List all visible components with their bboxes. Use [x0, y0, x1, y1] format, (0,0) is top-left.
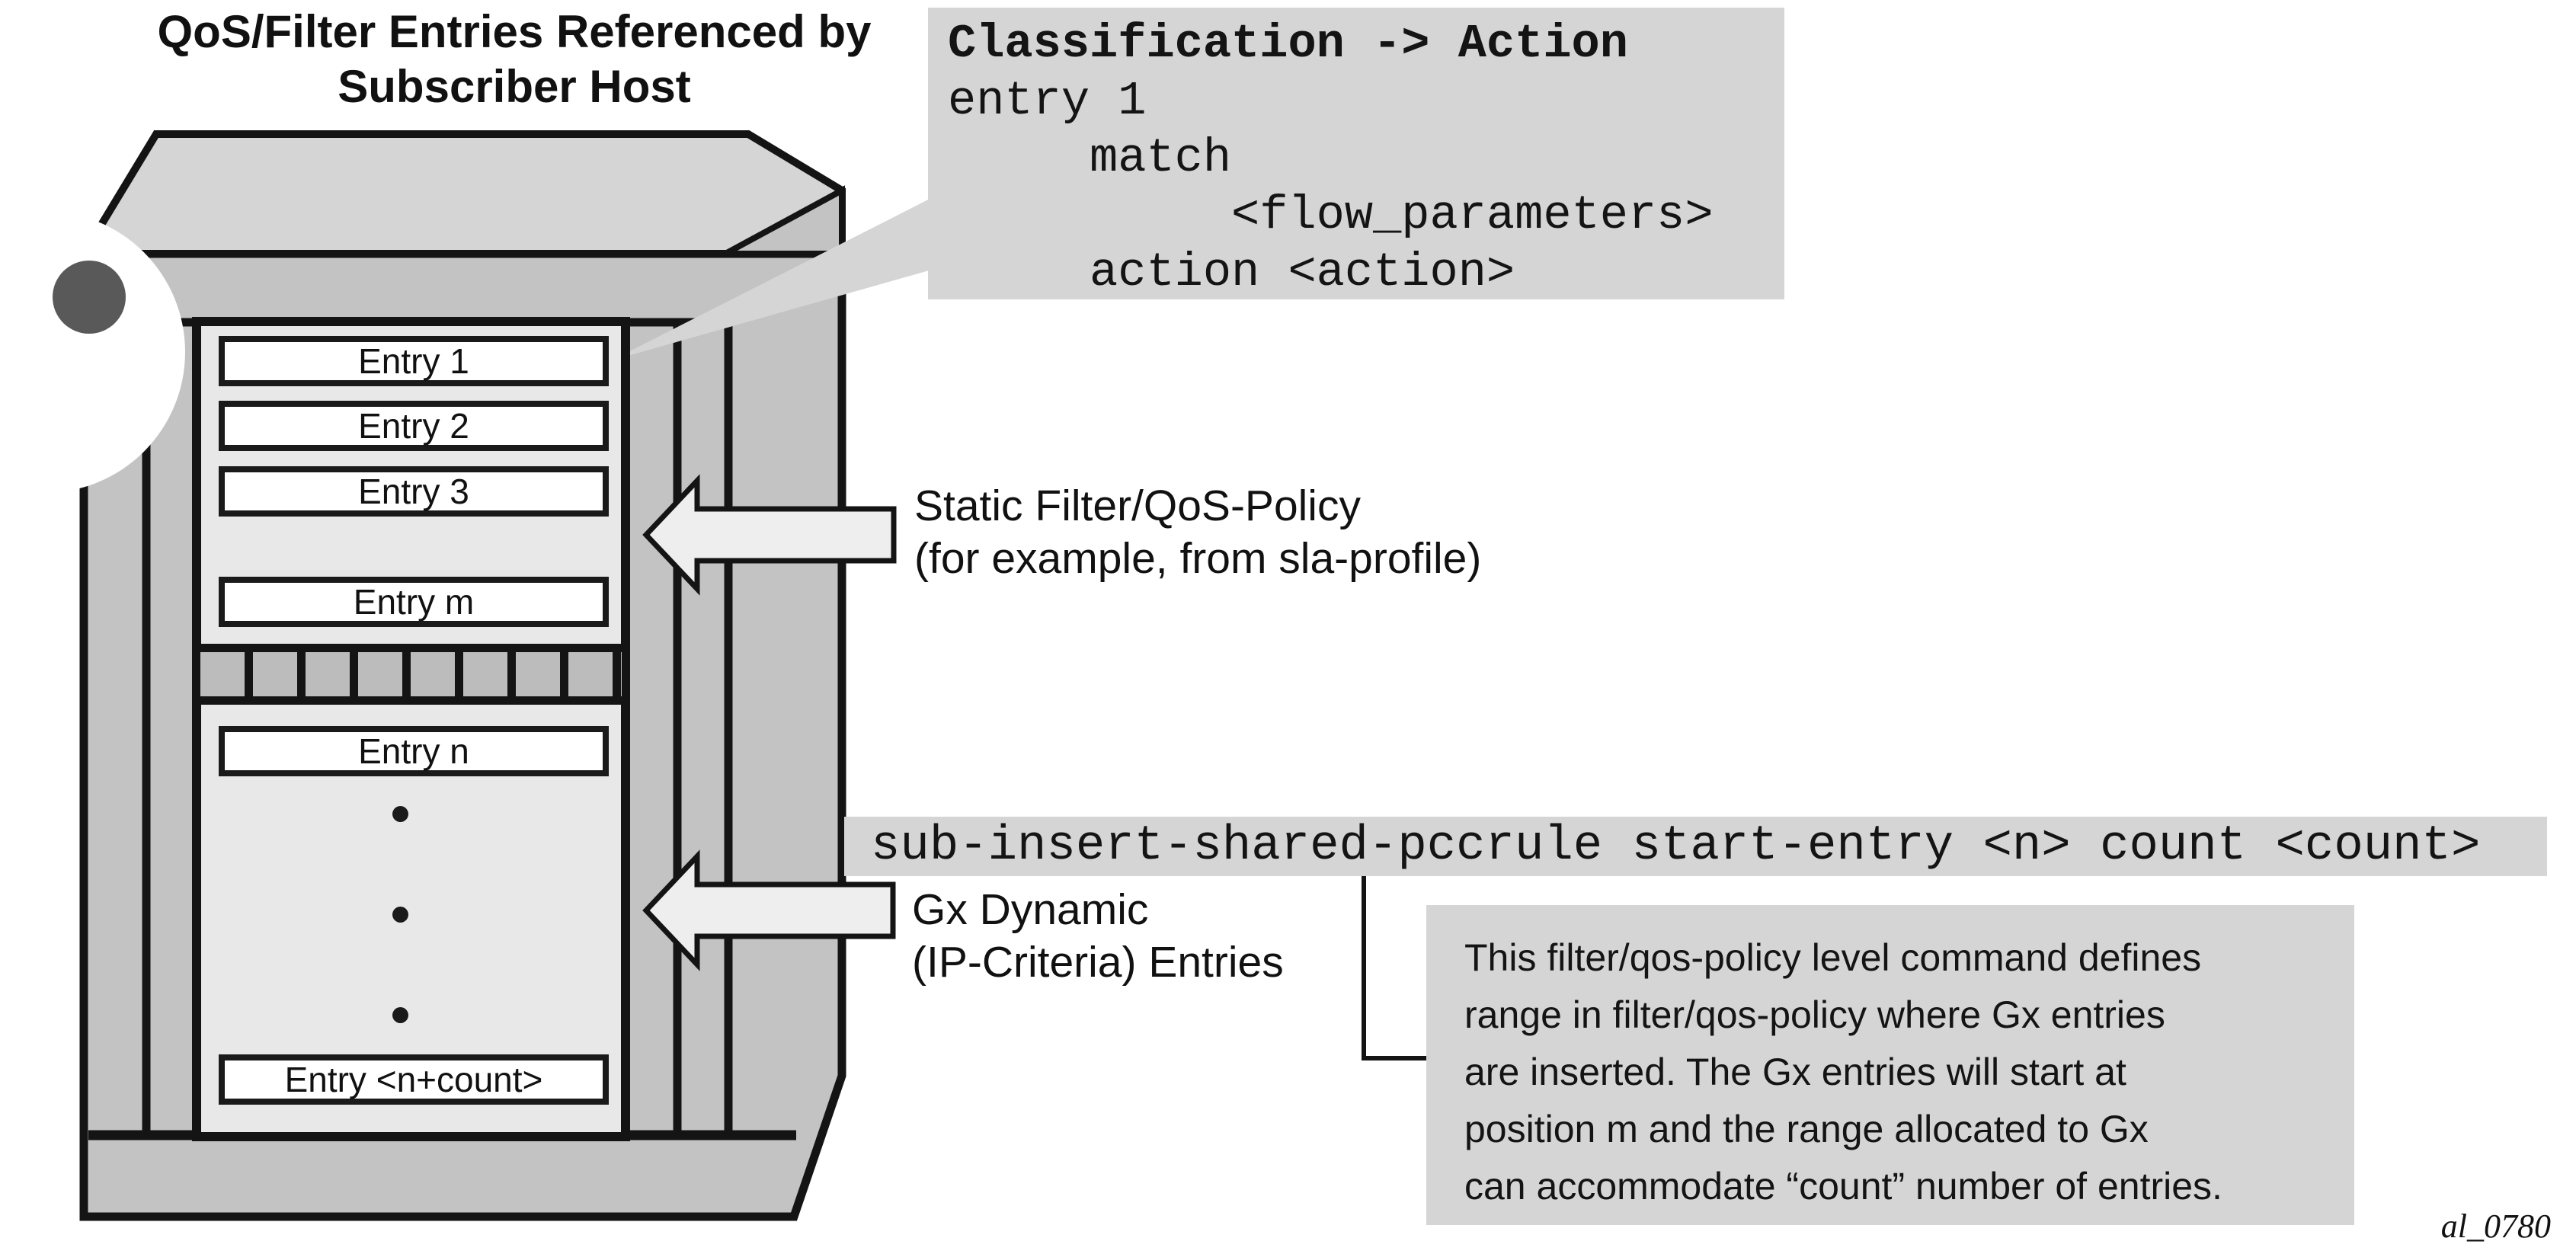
gx-dynamic-label-line-2: (IP-Criteria) Entries — [912, 938, 1284, 987]
ellipsis-dot — [392, 907, 408, 923]
code-line: entry 1 — [948, 74, 1147, 128]
gx-dynamic-label: Gx Dynamic (IP-Criteria) Entries — [912, 884, 1284, 989]
entry-row-3: Entry 3 — [219, 466, 609, 517]
entry-row-1: Entry 1 — [219, 336, 609, 386]
callout-wedge — [612, 195, 937, 360]
note-connector-line — [1362, 876, 1426, 1060]
code-line: match — [948, 131, 1232, 185]
note-line: position m and the range allocated to Gx — [1464, 1108, 2149, 1150]
cabinet-top-face — [77, 130, 846, 258]
code-box-title: Classification -> Action — [948, 17, 1628, 71]
note-box: This filter/qos-policy level command def… — [1426, 905, 2354, 1225]
classification-code-box: Classification -> Action entry 1 match <… — [928, 8, 1784, 299]
static-filter-label-line-1: Static Filter/QoS-Policy — [914, 481, 1361, 530]
pin-dot — [53, 261, 126, 334]
static-filter-label-line-2: (for example, from sla-profile) — [914, 534, 1482, 583]
figure-id: al_0780 — [2440, 1208, 2551, 1245]
pin-halo — [0, 211, 185, 493]
ellipsis-dot — [392, 1007, 408, 1023]
ellipsis-dot — [392, 806, 408, 822]
gx-dynamic-left-arrow-icon — [642, 849, 896, 971]
entry-row-n-plus-count: Entry <n+count> — [219, 1054, 609, 1105]
static-filter-label: Static Filter/QoS-Policy (for example, f… — [914, 480, 1481, 585]
static-filter-left-arrow-icon — [642, 474, 897, 596]
note-line: are inserted. The Gx entries will start … — [1464, 1051, 2126, 1093]
gx-dynamic-label-line-1: Gx Dynamic — [912, 885, 1149, 934]
entry-row-m: Entry m — [219, 577, 609, 627]
entry-row-2: Entry 2 — [219, 401, 609, 451]
command-bar: sub-insert-shared-pccrule start-entry <n… — [844, 817, 2547, 876]
note-line: range in filter/qos-policy where Gx entr… — [1464, 993, 2165, 1036]
code-line: <flow_parameters> — [948, 188, 1714, 242]
note-line: can accommodate “count” number of entrie… — [1464, 1165, 2222, 1208]
code-line: action <action> — [948, 245, 1515, 299]
hatched-divider-band — [192, 644, 630, 705]
page-title-line-1: QoS/Filter Entries Referenced by — [157, 6, 872, 57]
note-line: This filter/qos-policy level command def… — [1464, 936, 2202, 979]
cabinet-side-face — [724, 185, 845, 257]
entry-row-n: Entry n — [219, 726, 609, 776]
page-title-line-2: Subscriber Host — [338, 61, 691, 112]
page-title: QoS/Filter Entries Referenced by Subscri… — [99, 5, 930, 114]
